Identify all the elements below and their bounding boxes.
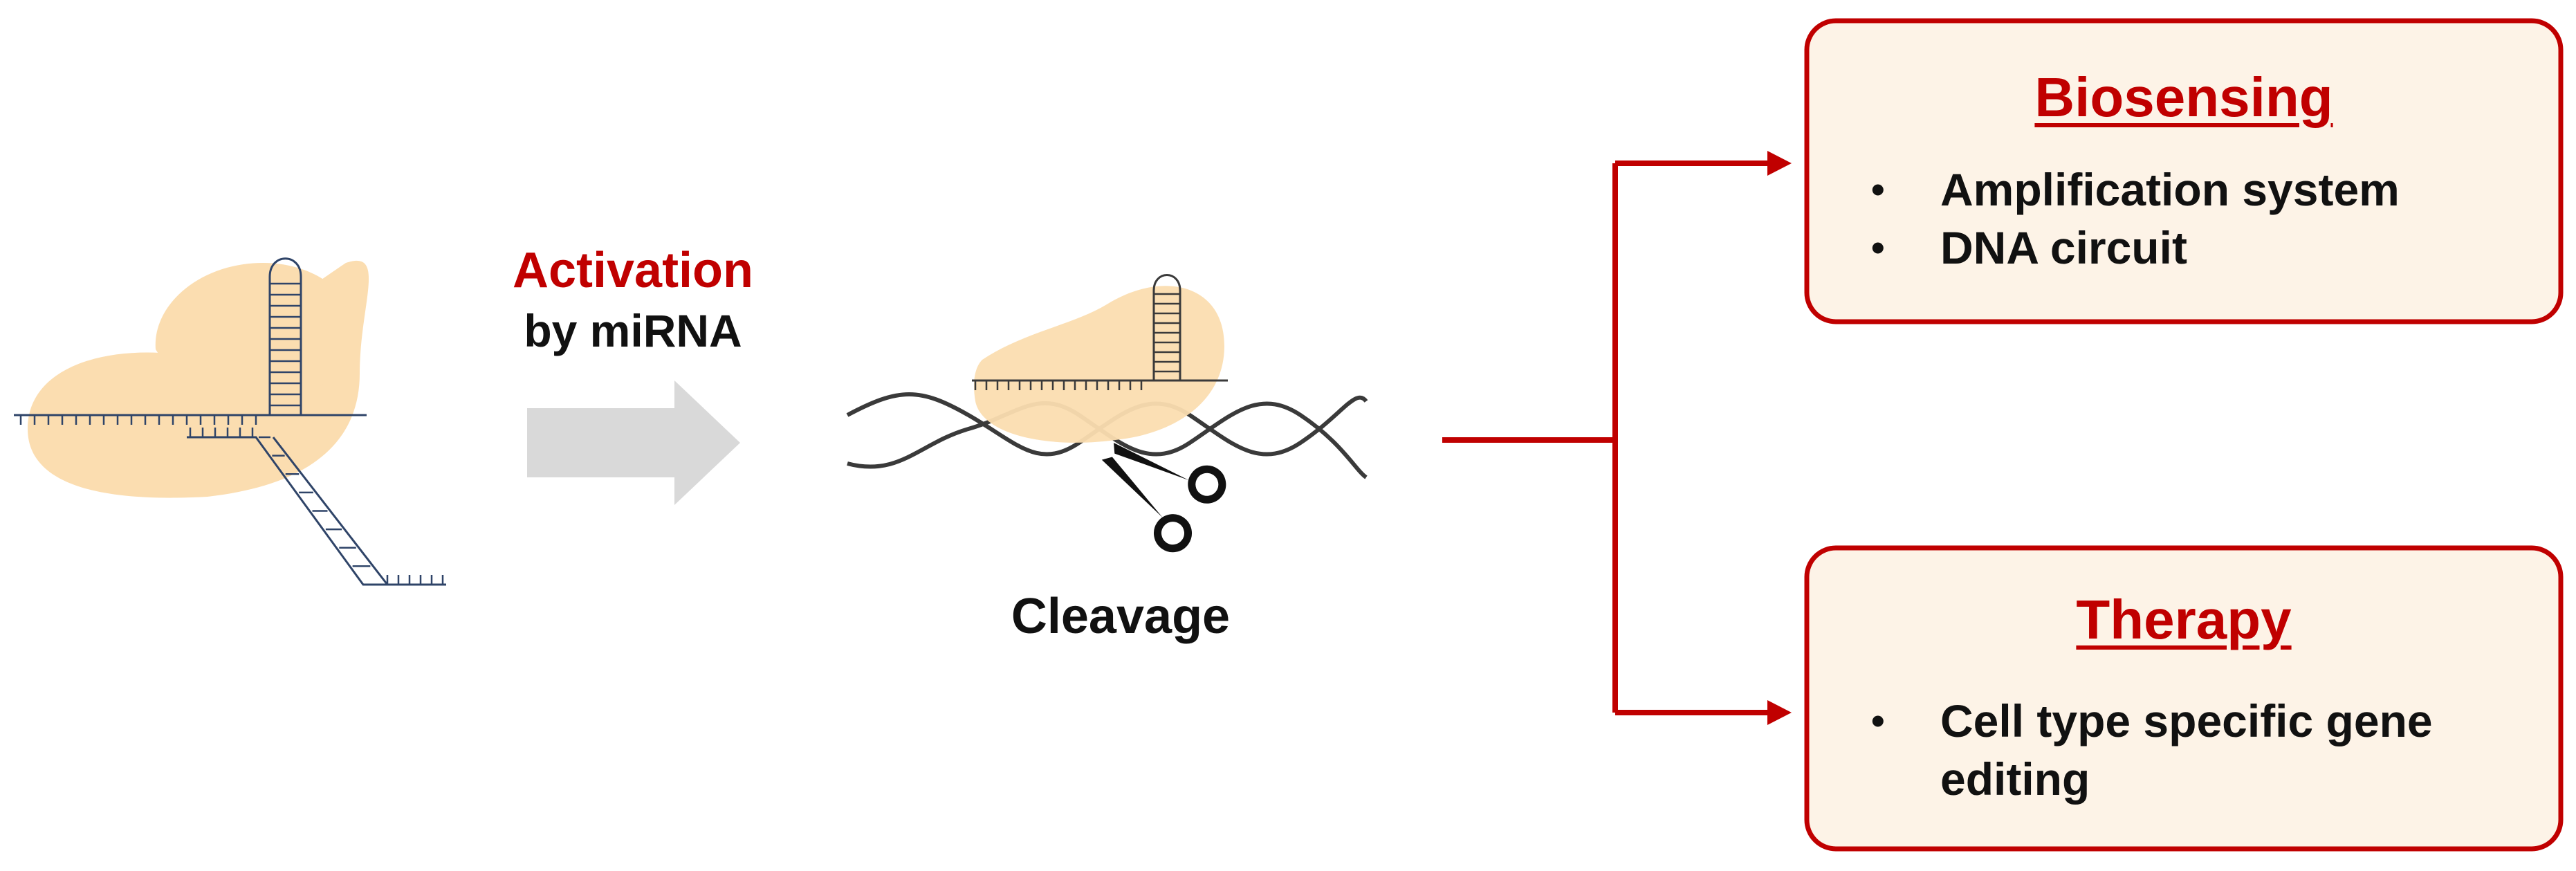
cas-protein-lobe	[155, 263, 360, 387]
list-item: Cell type specific gene editing	[1871, 692, 2494, 808]
activation-title: Activation	[512, 243, 754, 298]
list-item: Amplification system	[1871, 161, 2535, 219]
cleavage-label: Cleavage	[1011, 589, 1231, 644]
arrow-to-therapy	[1767, 700, 1792, 725]
branch-connector	[1442, 161, 1771, 715]
dna-strand-b	[847, 401, 1368, 479]
guide-hairpin	[268, 257, 302, 415]
blocking-strand	[187, 436, 446, 586]
active-guide-ticks	[974, 381, 1143, 390]
activation-subtitle: by miRNA	[524, 305, 742, 356]
inactive-cas-complex	[14, 257, 446, 586]
biosensing-list: Amplification system DNA circuit	[1871, 161, 2535, 277]
active-hairpin-ticks	[1154, 293, 1180, 373]
active-hairpin	[1152, 274, 1181, 381]
biosensing-title: Biosensing	[2034, 66, 2333, 128]
active-cas-complex	[846, 274, 1368, 553]
therapy-list: Cell type specific gene editing	[1871, 692, 2521, 808]
cas-protein-blob-active	[974, 286, 1224, 443]
therapy-title: Therapy	[2076, 589, 2292, 650]
list-item: DNA circuit	[1871, 219, 2535, 277]
hairpin-ticks	[270, 282, 301, 407]
arrow-to-biosensing	[1767, 151, 1792, 176]
guide-strand-ticks	[19, 415, 257, 425]
scissors-icon	[1101, 443, 1226, 553]
blocking-strand-ticks	[189, 428, 444, 586]
activation-arrow	[527, 381, 740, 505]
blocking-strand-inner	[272, 437, 389, 585]
